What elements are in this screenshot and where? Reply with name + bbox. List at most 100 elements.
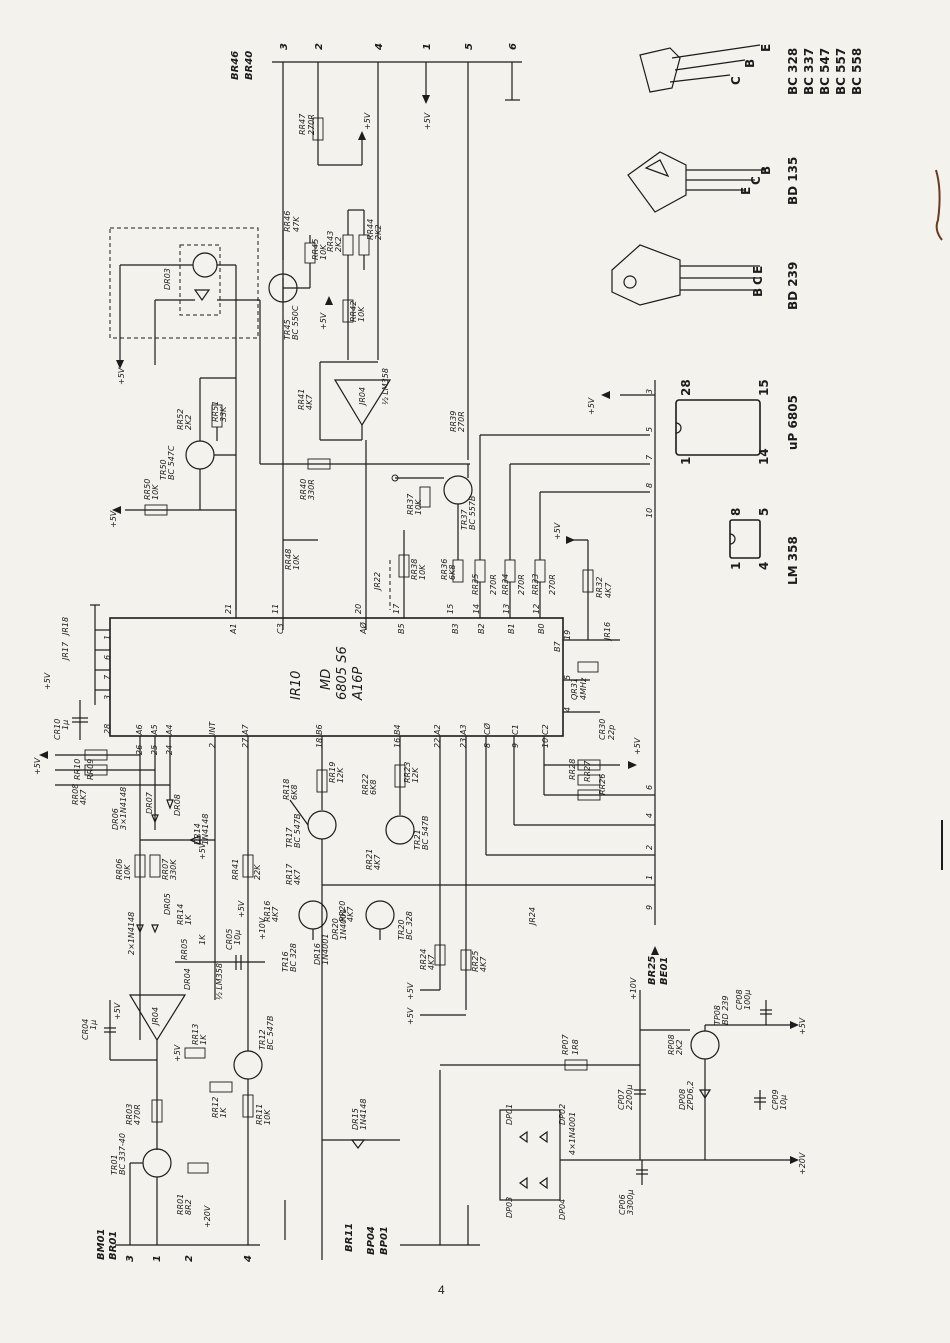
pin-right-5: 5 xyxy=(563,675,572,680)
st-part-3: BC 547 xyxy=(818,48,832,95)
tr50-label: TR50 xyxy=(159,459,168,480)
tr16-part: BC 328 xyxy=(289,943,298,972)
plus5v-label-17: +5V xyxy=(798,1017,807,1035)
resistor-rr50 xyxy=(144,504,168,516)
cp08-value: 100µ xyxy=(743,990,752,1010)
pin-no-23: 23 xyxy=(459,738,468,748)
pin-a7: A7 xyxy=(241,724,250,736)
rr52-label: RR52 xyxy=(176,409,185,430)
pin-c0: CØ xyxy=(482,722,492,735)
cr04-label: CR04 xyxy=(81,1019,90,1040)
jr04-part: ½ LM358 xyxy=(381,368,390,405)
tr37-label: TR37 xyxy=(460,508,469,530)
pin-b3: B3 xyxy=(451,623,460,634)
plus5v-label-9: +5V xyxy=(633,737,642,755)
pin-a3: A3 xyxy=(459,724,468,736)
jr24-label: JR24 xyxy=(528,907,537,927)
cp06-value: 3300µ xyxy=(626,1190,635,1215)
rr22-value: 6K8 xyxy=(369,780,378,795)
resistor-rr13 xyxy=(184,1047,206,1059)
tr45-part: BC 550C xyxy=(291,305,300,340)
lm358-pin-4: 4 xyxy=(757,562,771,570)
cr05-label: CR05 xyxy=(225,929,234,950)
right-pin-4: 4 xyxy=(645,813,654,818)
rr23-label: RR23 xyxy=(403,762,412,783)
rr48-label: RR48 xyxy=(284,549,293,570)
dr05-value: 2×1N4148 xyxy=(127,912,136,955)
resistor-rr27 xyxy=(577,774,601,786)
rr12-label: RR12 xyxy=(211,1097,220,1118)
bm-ref2: BP01 xyxy=(379,1226,390,1255)
resistor-rr38 xyxy=(398,554,410,578)
dp02-value: 4×1N4001 xyxy=(568,1112,577,1155)
dr03-enclosure xyxy=(109,227,259,339)
plus5v-label-16: +5V xyxy=(173,1044,182,1062)
pin-c1: C1 xyxy=(511,724,520,735)
cp08-label: CP08 xyxy=(735,989,744,1010)
bl-pin-3: 3 xyxy=(125,1255,136,1262)
top-connector-ref2: BR40 xyxy=(244,51,255,80)
pin-a1: A1 xyxy=(229,623,238,635)
resistor-rr36 xyxy=(452,559,464,583)
bd135-pin-b: B xyxy=(759,166,773,175)
rr40-label: RR40 xyxy=(299,479,308,500)
bm-ref: BP04 xyxy=(366,1226,377,1255)
resistor-rr26 xyxy=(577,789,601,801)
rp07-label: RP07 xyxy=(561,1034,570,1055)
rr38-value: 10K xyxy=(418,564,427,580)
top-pin-4: 4 xyxy=(374,43,385,51)
pin-b0: B0 xyxy=(537,623,546,634)
plus10v-label: +10V xyxy=(258,917,267,940)
rr23-value: 12K xyxy=(411,767,420,783)
pin-no-16: 16 xyxy=(393,738,402,748)
jr17-label: JR17 xyxy=(61,641,70,662)
rr13-label: RR13 xyxy=(191,1024,200,1045)
up6805-pin-1: 1 xyxy=(679,457,693,465)
resistor-rr01 xyxy=(187,1162,209,1174)
rr01-label: RR01 xyxy=(176,1194,185,1215)
qr31-value: 4MHz xyxy=(579,677,588,700)
tr37-part: BC 557B xyxy=(468,496,477,530)
dp04-label: DP04 xyxy=(558,1199,567,1220)
plus5v-label-7: +5V xyxy=(43,672,52,690)
rr48-value: 10K xyxy=(292,554,301,570)
right-pin-9: 9 xyxy=(645,905,654,910)
ic-ir10 xyxy=(109,617,564,737)
rp07-value: 1R8 xyxy=(571,1039,580,1055)
opamp-jr04 xyxy=(333,379,392,427)
rp08-label: RP08 xyxy=(667,1034,676,1055)
top-pin-1: 1 xyxy=(422,43,433,50)
plus5v-label-14: +5V xyxy=(198,842,207,860)
dr14-value: 1N4148 xyxy=(201,814,210,845)
st-part-5: BC 558 xyxy=(850,48,864,95)
pin-left-1: 1 xyxy=(103,635,112,640)
rr41b-value: 22K xyxy=(253,864,262,880)
transistor-tr17 xyxy=(307,810,337,840)
rr12-value: 1K xyxy=(219,1107,228,1118)
rr16-label: RR16 xyxy=(263,901,272,922)
rr21-label: RR21 xyxy=(365,849,374,870)
pin-a2: A2 xyxy=(433,724,442,736)
up6805-part: uP 6805 xyxy=(786,395,800,450)
right-pin-5: 5 xyxy=(645,427,654,432)
rr37-label: RR37 xyxy=(406,493,415,515)
rr28-label: RR28 xyxy=(568,759,577,780)
top-pin-2: 2 xyxy=(314,43,325,50)
tr21-part: BC 547B xyxy=(421,816,430,850)
resistor-rr11 xyxy=(242,1094,254,1118)
tr45-label: TR45 xyxy=(283,319,292,340)
resistor-rr03 xyxy=(151,1099,163,1123)
ic-ir10-part: 6805 S6 xyxy=(335,646,350,700)
bd135-pin-c: C xyxy=(749,176,763,185)
dr14-label: DR14 xyxy=(193,823,202,845)
rr36-label: RR36 xyxy=(440,559,449,580)
rr47-label: RR47 xyxy=(298,113,307,135)
bd239-pin-b: B xyxy=(751,288,765,297)
pin-b4: B4 xyxy=(393,724,402,735)
page-number: 4 xyxy=(438,1283,445,1297)
right-connector-ref2: BE01 xyxy=(659,957,670,985)
pin-a0: AØ xyxy=(358,622,368,635)
resistor-rr25 xyxy=(460,949,472,971)
bl-pin-4: 4 xyxy=(243,1255,254,1263)
pin-no-21: 21 xyxy=(224,604,233,614)
